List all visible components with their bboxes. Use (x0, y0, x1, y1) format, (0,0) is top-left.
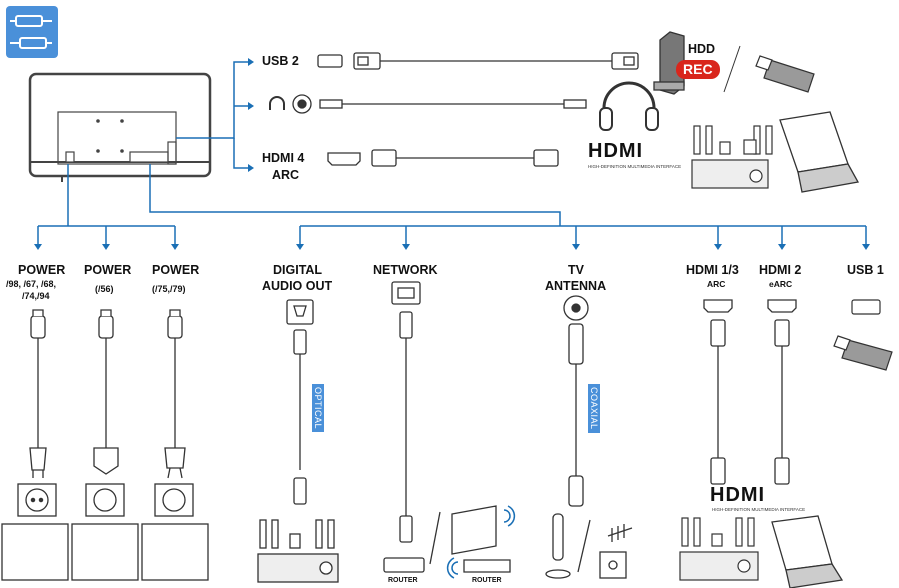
power-models-1: /98, /67, /68, (6, 279, 57, 289)
hdd-icon (653, 31, 685, 95)
coaxial-cable (545, 295, 633, 579)
hdmi-logo-tagline-bottom: HIGH-DEFINITION MULTIMEDIA INTERFACE (712, 507, 806, 512)
wifi-icons (446, 505, 516, 579)
hdmi-logo-top: HDMI (588, 140, 644, 162)
usb2-cable (317, 52, 639, 70)
hdmi-logo-tagline-top: HIGH-DEFINITION MULTIMEDIA INTERFACE (588, 164, 682, 169)
power-models-2: (/56) (95, 284, 114, 294)
hdmi2-earc-label: eARC (769, 279, 793, 289)
hdmi4-label: HDMI 4 (262, 151, 305, 165)
headphone-cable (269, 81, 659, 131)
tv-back-panel (28, 72, 212, 182)
connector-lines (37, 61, 867, 246)
coaxial-tag: COAXIAL (588, 384, 600, 433)
hdmi4-arc-label: ARC (272, 168, 300, 182)
hdd-label: HDD (688, 42, 716, 56)
laptop-top (779, 111, 860, 193)
digital-audio-label-1: DIGITAL (273, 263, 323, 277)
hdmi-cables-bottom (703, 299, 797, 485)
hdmi13-label: HDMI 1/3 (686, 263, 739, 277)
power-models-3: (/75,/79) (152, 284, 186, 294)
hdmi13-arc-label: ARC (707, 279, 726, 289)
router-label-1: ROUTER (388, 577, 418, 584)
power-label-1: POWER (18, 263, 66, 277)
tv-antenna-label-2: ANTENNA (545, 279, 607, 293)
hdmi-logo-bottom: HDMI (710, 484, 766, 506)
usb1-icons (833, 299, 893, 371)
usb2-label: USB 2 (262, 54, 299, 68)
power-models-1b: /74,/94 (22, 291, 50, 301)
usb1-label: USB 1 (847, 263, 884, 277)
power-cables (1, 309, 209, 581)
hdmi2-label: HDMI 2 (759, 263, 802, 277)
tv-antenna-label-1: TV (568, 263, 584, 277)
av-receiver-bottom (679, 517, 759, 581)
optical-tag: OPTICAL (312, 384, 324, 433)
laptop-bottom (771, 515, 844, 588)
rec-badge: REC (676, 60, 720, 79)
av-receiver-top (691, 125, 773, 189)
power-label-2: POWER (84, 263, 132, 277)
hdmi4-cable (327, 149, 559, 167)
network-cable (383, 281, 511, 573)
usb-stick-icon-top (755, 55, 815, 93)
cable-category-icon (6, 6, 58, 58)
optical-cable (257, 299, 339, 583)
network-label: NETWORK (373, 263, 438, 277)
digital-audio-label-2: AUDIO OUT (262, 279, 333, 293)
router-label-2: ROUTER (472, 577, 502, 584)
power-label-3: POWER (152, 263, 200, 277)
